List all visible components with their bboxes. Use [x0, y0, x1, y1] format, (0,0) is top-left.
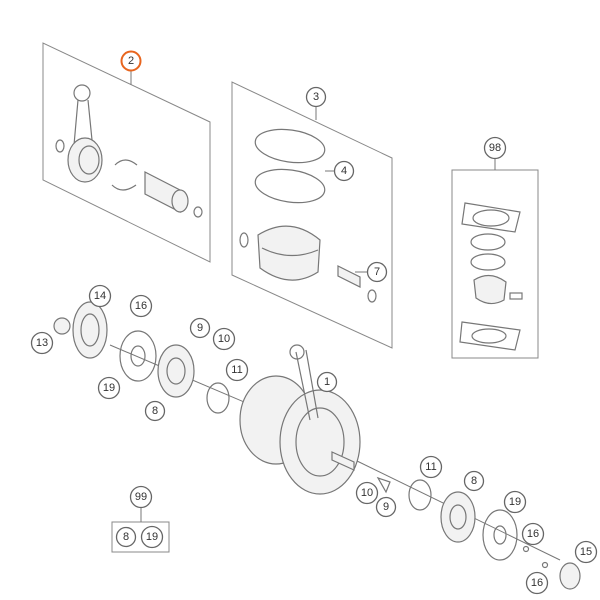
callout-circle	[120, 50, 142, 72]
right-side-parts	[376, 476, 581, 590]
callout-circle	[129, 294, 153, 318]
callout-19[interactable]: 19	[140, 525, 164, 549]
callout-label: 98	[489, 142, 501, 154]
callout-circle	[97, 376, 121, 400]
callout-label: 10	[218, 333, 230, 345]
callout-10[interactable]: 10	[212, 327, 236, 351]
callout-9[interactable]: 9	[375, 496, 397, 518]
callout-label: 8	[471, 475, 477, 487]
callout-16[interactable]: 16	[521, 522, 545, 546]
callout-circle	[316, 371, 338, 393]
callout-label: 8	[152, 405, 158, 417]
callout-14[interactable]: 14	[88, 284, 112, 308]
callout-8[interactable]: 8	[463, 470, 485, 492]
callout-label: 10	[361, 487, 373, 499]
callout-circle	[355, 481, 379, 505]
callout-circle	[212, 327, 236, 351]
callout-label: 99	[135, 491, 147, 503]
callout-19[interactable]: 19	[97, 376, 121, 400]
callout-label: 4	[341, 165, 347, 177]
callout-label: 8	[123, 531, 129, 543]
callout-13[interactable]: 13	[30, 331, 54, 355]
callout-2[interactable]: 2	[120, 50, 142, 72]
callout-circle	[144, 400, 166, 422]
callout-circle	[129, 485, 153, 509]
callout-98[interactable]: 98	[483, 136, 507, 160]
gasket-set-parts	[459, 202, 523, 351]
conrod-kit-parts	[55, 84, 203, 218]
callout-circle	[366, 261, 388, 283]
callout-1[interactable]: 1	[316, 371, 338, 393]
callout-circle	[115, 526, 137, 548]
callout-label: 3	[313, 91, 319, 103]
callout-label: 9	[383, 501, 389, 513]
callout-label: 16	[135, 300, 147, 312]
callout-label: 19	[509, 496, 521, 508]
callout-circle	[333, 160, 355, 182]
callout-16[interactable]: 16	[525, 571, 549, 595]
callout-8[interactable]: 8	[115, 526, 137, 548]
callout-3[interactable]: 3	[305, 86, 327, 108]
callout-label: 7	[374, 266, 380, 278]
callout-circle	[574, 540, 598, 564]
callout-circle	[88, 284, 112, 308]
callout-7[interactable]: 7	[366, 261, 388, 283]
callout-15[interactable]: 15	[574, 540, 598, 564]
callout-circle	[419, 455, 443, 479]
callout-label: 19	[146, 531, 158, 543]
callout-label: 2	[128, 55, 134, 67]
callout-circle	[525, 571, 549, 595]
callout-circle	[140, 525, 164, 549]
callout-label: 9	[197, 322, 203, 334]
callout-label: 11	[425, 461, 436, 473]
callout-circle	[503, 490, 527, 514]
piston-kit-parts	[239, 128, 377, 303]
callout-label: 16	[531, 577, 543, 589]
callout-label: 14	[94, 290, 106, 302]
callout-10[interactable]: 10	[355, 481, 379, 505]
callout-label: 1	[324, 376, 330, 388]
callout-16[interactable]: 16	[129, 294, 153, 318]
callout-11[interactable]: 11	[419, 455, 443, 479]
callout-8[interactable]: 8	[144, 400, 166, 422]
callout-circle	[483, 136, 507, 160]
callout-circle	[375, 496, 397, 518]
piston-kit-panel	[231, 81, 393, 349]
callout-label: 15	[580, 546, 592, 558]
callout-circle	[189, 317, 211, 339]
callout-circle	[305, 86, 327, 108]
callout-label: 11	[231, 364, 242, 376]
callout-4[interactable]: 4	[333, 160, 355, 182]
callout-11[interactable]: 11	[225, 358, 249, 382]
crankshaft-parts	[53, 301, 361, 495]
callout-19[interactable]: 19	[503, 490, 527, 514]
callout-99[interactable]: 99	[129, 485, 153, 509]
callout-9[interactable]: 9	[189, 317, 211, 339]
callout-circle	[30, 331, 54, 355]
callout-circle	[463, 470, 485, 492]
callout-label: 16	[527, 528, 539, 540]
callout-circle	[225, 358, 249, 382]
callout-circle	[521, 522, 545, 546]
callout-label: 13	[36, 337, 48, 349]
conrod-kit-panel	[42, 42, 211, 263]
callout-label: 19	[103, 382, 115, 394]
